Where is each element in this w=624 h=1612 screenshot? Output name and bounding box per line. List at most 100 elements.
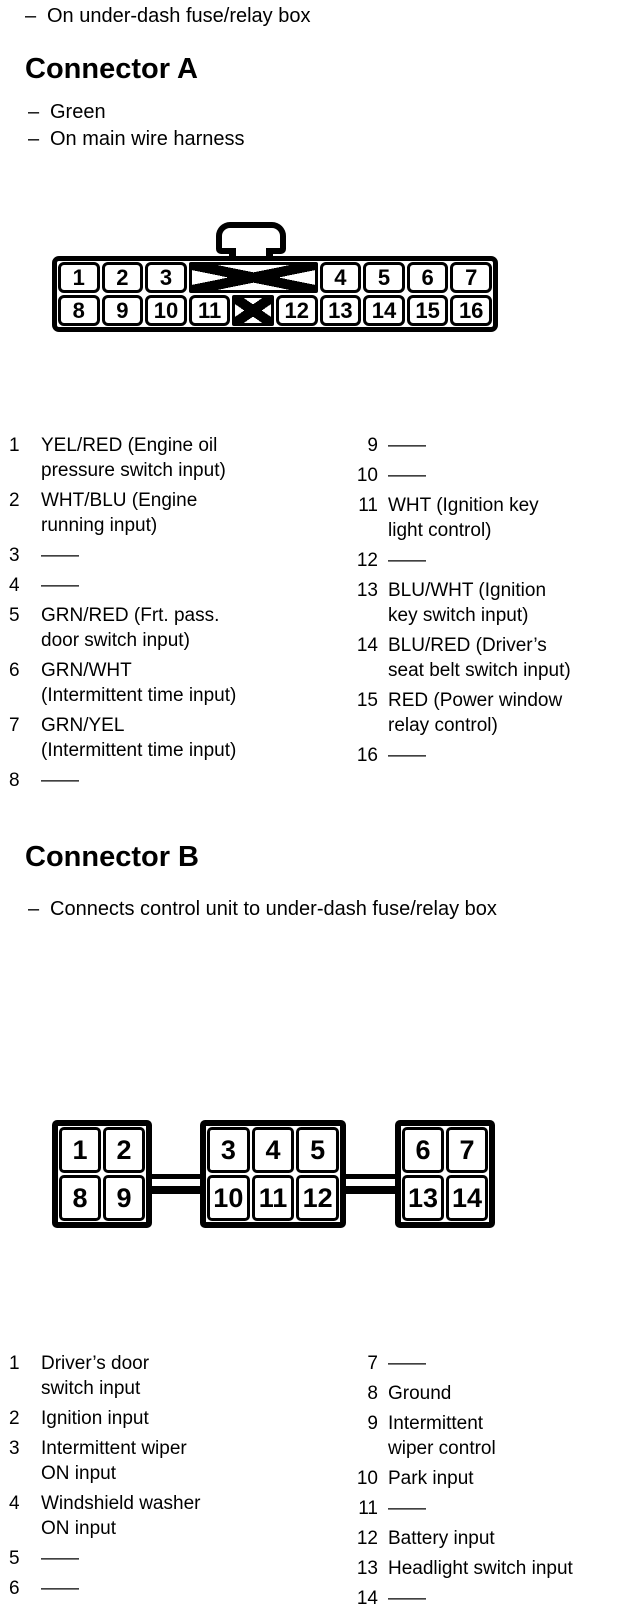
pin-row: 5 —— [6, 1546, 306, 1571]
pin-cell: 2 [103, 1127, 145, 1173]
pin-row: 11 —— [348, 1496, 622, 1521]
pin-row: 6 —— [6, 1576, 306, 1601]
pin-cell: 3 [207, 1127, 250, 1173]
pin-description: —— [41, 1548, 79, 1569]
pin-cell: 8 [59, 1175, 101, 1221]
pin-cell: 8 [58, 295, 100, 326]
pin-cell: 7 [446, 1127, 488, 1173]
pin-cell: 3 [145, 262, 187, 293]
blocked-cell [232, 295, 274, 326]
pin-cell: 2 [101, 262, 144, 293]
note-text: On main wire harness [50, 128, 245, 150]
pin-number: 12 [356, 550, 378, 571]
pin-number: 14 [356, 635, 378, 656]
pin-number: 12 [356, 1528, 378, 1549]
pin-description: —— [388, 550, 426, 571]
pin-description: Driver’s door switch input [41, 1353, 150, 1399]
pin-description: Park input [388, 1468, 474, 1489]
pin-number: 9 [367, 435, 378, 456]
pin-description: Windshield washer ON input [41, 1493, 201, 1539]
x-cross-icon [235, 298, 271, 323]
pin-description: —— [41, 770, 79, 791]
pin-number: 11 [358, 1498, 378, 1519]
pin-number: 2 [9, 1408, 20, 1429]
pin-number: 1 [9, 435, 20, 456]
pin-description: —— [388, 745, 426, 766]
pin-row: 2 Ignition input [6, 1406, 306, 1431]
note-line: –Green [28, 99, 245, 126]
pin-cell: 6 [402, 1127, 444, 1173]
latch-neck-icon [229, 248, 273, 256]
pin-cell: 4 [251, 1127, 295, 1173]
pin-row: 9 —— [348, 433, 622, 458]
connector-a-notes: –Green –On main wire harness [28, 99, 245, 153]
pin-description: Intermittent wiper ON input [41, 1438, 187, 1484]
pin-description: —— [388, 465, 426, 486]
pin-description: RED (Power window relay control) [388, 690, 563, 736]
pin-row: 16—— [348, 743, 622, 768]
note-dash: – [28, 101, 40, 123]
x-cross-icon [191, 265, 315, 290]
connector-bridge [146, 1174, 206, 1194]
pin-row: 2 WHT/BLU (Engine running input) [6, 488, 306, 538]
pin-number: 2 [9, 490, 20, 511]
pin-cell: 10 [145, 295, 187, 326]
pin-row: 8—— [6, 768, 306, 793]
pin-number: 5 [9, 1548, 20, 1569]
pin-number: 8 [367, 1383, 378, 1404]
pin-row: 7—— [348, 1351, 622, 1376]
pin-number: 13 [356, 580, 378, 601]
pin-description: GRN/YEL (Intermittent time input) [41, 715, 237, 761]
pin-cell: 1 [59, 1127, 101, 1173]
pin-number: 11 [358, 495, 378, 516]
pin-row: 1 Driver’s door switch input [6, 1351, 306, 1401]
connector-b-title: Connector B [25, 841, 199, 873]
pin-description: Ground [388, 1383, 452, 1404]
pin-cell: 10 [207, 1175, 250, 1221]
pin-number: 4 [9, 575, 20, 596]
pin-number: 15 [356, 690, 378, 711]
pin-number: 3 [9, 545, 20, 566]
pin-description: Headlight switch input [388, 1558, 573, 1579]
pin-cell: 14 [446, 1175, 488, 1221]
pin-cell: 9 [101, 295, 144, 326]
pin-number: 7 [9, 715, 20, 736]
pin-row: 14—— [348, 1586, 622, 1611]
pin-description: WHT/BLU (Engine running input) [41, 490, 198, 536]
pin-number: 1 [9, 1353, 20, 1374]
pin-description: GRN/RED (Frt. pass. door switch input) [41, 605, 220, 651]
pin-cell: 4 [319, 262, 362, 293]
pin-description: —— [41, 545, 79, 566]
pin-row: 11 WHT (Ignition key light control) [348, 493, 622, 543]
pin-description: —— [388, 435, 426, 456]
pin-description: Intermittent wiper control [388, 1413, 496, 1459]
note-dash: – [28, 898, 40, 920]
pin-description: —— [41, 1578, 79, 1599]
pin-description: WHT (Ignition key light control) [388, 495, 539, 541]
blocked-cell [188, 262, 318, 293]
pin-number: 6 [9, 1578, 20, 1599]
pin-description: —— [388, 1498, 426, 1519]
note-dash: – [28, 128, 40, 150]
page-note: –On under-dash fuse/relay box [25, 3, 311, 30]
pin-cell: 14 [363, 295, 405, 326]
note-text: Green [50, 101, 106, 123]
pin-number: 6 [9, 660, 20, 681]
pin-description: Ignition input [41, 1408, 149, 1429]
pin-cell: 13 [319, 295, 362, 326]
